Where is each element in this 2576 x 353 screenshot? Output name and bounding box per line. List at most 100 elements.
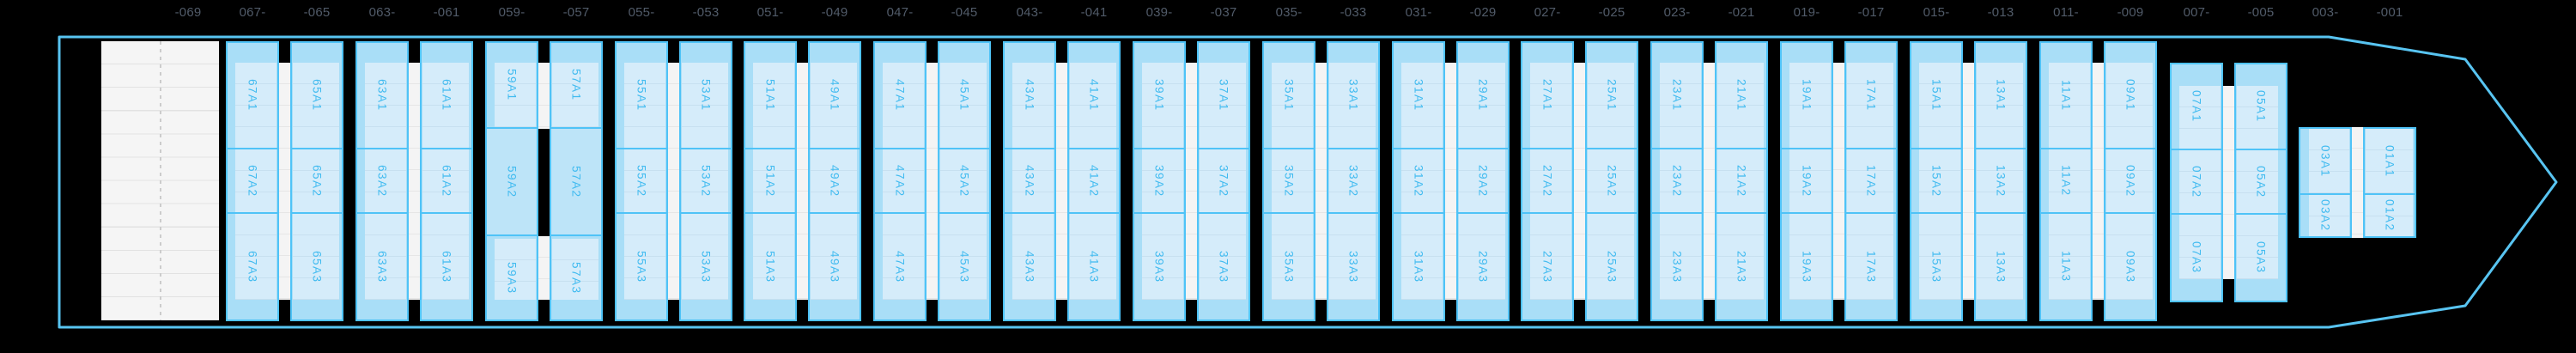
bay-cell[interactable]: 53A1 xyxy=(679,41,732,149)
bay-cell[interactable]: 07A1 xyxy=(2170,63,2223,150)
bay-cell[interactable]: 11A3 xyxy=(2039,212,2093,321)
bay-cell[interactable]: 33A2 xyxy=(1327,148,1380,214)
bay-cell[interactable]: 55A1 xyxy=(615,41,668,149)
bay-cell[interactable]: 01A2 xyxy=(2363,193,2416,238)
bay-cell[interactable]: 33A3 xyxy=(1327,212,1380,321)
bay-cell[interactable]: 63A3 xyxy=(355,212,409,321)
bay-cell[interactable]: 21A1 xyxy=(1715,41,1768,149)
bay-cell[interactable]: 25A1 xyxy=(1585,41,1638,149)
bay-cell[interactable]: 55A3 xyxy=(615,212,668,321)
bay-cell[interactable]: 49A3 xyxy=(808,212,861,321)
bay-cell[interactable]: 43A3 xyxy=(1003,212,1056,321)
bay-cell[interactable]: 61A3 xyxy=(420,212,473,321)
bay-cell[interactable]: 25A2 xyxy=(1585,148,1638,214)
bay-cell[interactable]: 61A1 xyxy=(420,41,473,149)
bay-cell[interactable]: 47A2 xyxy=(873,148,927,214)
bay-cell[interactable]: 23A2 xyxy=(1650,148,1704,214)
bay-cell[interactable]: 03A1 xyxy=(2299,127,2352,195)
bay-cell[interactable]: 13A3 xyxy=(1974,212,2027,321)
bay-cell[interactable]: 65A1 xyxy=(290,41,343,149)
bay-cell[interactable]: 19A1 xyxy=(1780,41,1833,149)
bay-cell[interactable]: 05A3 xyxy=(2234,213,2287,302)
bay-cell[interactable]: 11A2 xyxy=(2039,148,2093,214)
bay-cell[interactable]: 37A2 xyxy=(1197,148,1250,214)
bay-cell[interactable]: 13A2 xyxy=(1974,148,2027,214)
bay-cell[interactable]: 63A1 xyxy=(355,41,409,149)
bay-cell[interactable]: 41A1 xyxy=(1067,41,1121,149)
bay-cell[interactable]: 65A3 xyxy=(290,212,343,321)
bay-cell[interactable]: 19A2 xyxy=(1780,148,1833,214)
bay-cell[interactable]: 19A3 xyxy=(1780,212,1833,321)
bay-cell[interactable]: 37A1 xyxy=(1197,41,1250,149)
bay-cell[interactable]: 31A3 xyxy=(1392,212,1445,321)
bay-cell[interactable]: 45A3 xyxy=(938,212,991,321)
bay-cell[interactable]: 03A2 xyxy=(2299,193,2352,238)
bay-cell[interactable]: 27A1 xyxy=(1521,41,1574,149)
bay-cell[interactable]: 35A1 xyxy=(1262,41,1315,149)
bay-cell[interactable]: 13A1 xyxy=(1974,41,2027,149)
bay-cell[interactable]: 39A3 xyxy=(1133,212,1186,321)
bay-cell[interactable]: 37A3 xyxy=(1197,212,1250,321)
bay-cell[interactable]: 55A2 xyxy=(615,148,668,214)
bay-cell[interactable]: 47A1 xyxy=(873,41,927,149)
bay-cell[interactable]: 31A1 xyxy=(1392,41,1445,149)
bay-cell[interactable]: 33A1 xyxy=(1327,41,1380,149)
bay-cell[interactable]: 35A3 xyxy=(1262,212,1315,321)
bay-cell[interactable]: 57A1 xyxy=(550,41,603,129)
bay-cell[interactable]: 29A2 xyxy=(1456,148,1510,214)
bay-cell[interactable]: 67A1 xyxy=(226,41,279,149)
bay-cell[interactable]: 41A2 xyxy=(1067,148,1121,214)
bay-cell[interactable]: 45A2 xyxy=(938,148,991,214)
bay-cell[interactable]: 21A2 xyxy=(1715,148,1768,214)
bay-cell[interactable]: 25A3 xyxy=(1585,212,1638,321)
bay-cell[interactable]: 09A3 xyxy=(2104,212,2157,321)
bay-cell[interactable]: 61A2 xyxy=(420,148,473,214)
bay-cell[interactable]: 21A3 xyxy=(1715,212,1768,321)
bay-cell[interactable]: 43A2 xyxy=(1003,148,1056,214)
bay-cell[interactable]: 17A2 xyxy=(1844,148,1898,214)
bay-cell[interactable]: 67A2 xyxy=(226,148,279,214)
bay-cell[interactable]: 15A1 xyxy=(1910,41,1963,149)
bay-cell[interactable]: 01A1 xyxy=(2363,127,2416,195)
bay-cell[interactable]: 05A1 xyxy=(2234,63,2287,150)
bay-cell[interactable]: 15A3 xyxy=(1910,212,1963,321)
bay-cell[interactable]: 23A1 xyxy=(1650,41,1704,149)
bay-cell[interactable]: 17A3 xyxy=(1844,212,1898,321)
bay-cell[interactable]: 07A2 xyxy=(2170,149,2223,215)
bay-cell[interactable]: 59A2 xyxy=(485,127,538,236)
bay-cell[interactable]: 65A2 xyxy=(290,148,343,214)
bay-cell[interactable]: 53A2 xyxy=(679,148,732,214)
bay-cell[interactable]: 23A3 xyxy=(1650,212,1704,321)
bay-cell[interactable]: 59A1 xyxy=(485,41,538,129)
bay-cell[interactable]: 49A1 xyxy=(808,41,861,149)
bay-cell[interactable]: 39A1 xyxy=(1133,41,1186,149)
bay-cell[interactable]: 11A1 xyxy=(2039,41,2093,149)
bay-cell[interactable]: 67A3 xyxy=(226,212,279,321)
bay-cell[interactable]: 57A3 xyxy=(550,234,603,321)
bay-cell[interactable]: 45A1 xyxy=(938,41,991,149)
bay-cell[interactable]: 31A2 xyxy=(1392,148,1445,214)
bay-cell[interactable]: 27A3 xyxy=(1521,212,1574,321)
bay-cell[interactable]: 29A3 xyxy=(1456,212,1510,321)
bay-cell[interactable]: 51A2 xyxy=(744,148,797,214)
bay-cell[interactable]: 51A1 xyxy=(744,41,797,149)
bay-cell[interactable]: 09A2 xyxy=(2104,148,2157,214)
bay-cell[interactable]: 29A1 xyxy=(1456,41,1510,149)
bay-cell[interactable]: 49A2 xyxy=(808,148,861,214)
bay-cell[interactable]: 63A2 xyxy=(355,148,409,214)
bay-cell[interactable]: 51A3 xyxy=(744,212,797,321)
bay-cell[interactable]: 39A2 xyxy=(1133,148,1186,214)
bay-cell[interactable]: 09A1 xyxy=(2104,41,2157,149)
bay-cell[interactable]: 59A3 xyxy=(485,234,538,321)
bay-cell[interactable]: 57A2 xyxy=(550,127,603,236)
bay-cell[interactable]: 15A2 xyxy=(1910,148,1963,214)
bay-cell[interactable]: 35A2 xyxy=(1262,148,1315,214)
bay-cell[interactable]: 43A1 xyxy=(1003,41,1056,149)
bay-cell[interactable]: 41A3 xyxy=(1067,212,1121,321)
bay-cell[interactable]: 17A1 xyxy=(1844,41,1898,149)
bay-cell[interactable]: 07A3 xyxy=(2170,213,2223,302)
bay-cell[interactable]: 47A3 xyxy=(873,212,927,321)
bay-cell[interactable]: 05A2 xyxy=(2234,149,2287,215)
bay-cell[interactable]: 27A2 xyxy=(1521,148,1574,214)
bay-cell[interactable]: 53A3 xyxy=(679,212,732,321)
